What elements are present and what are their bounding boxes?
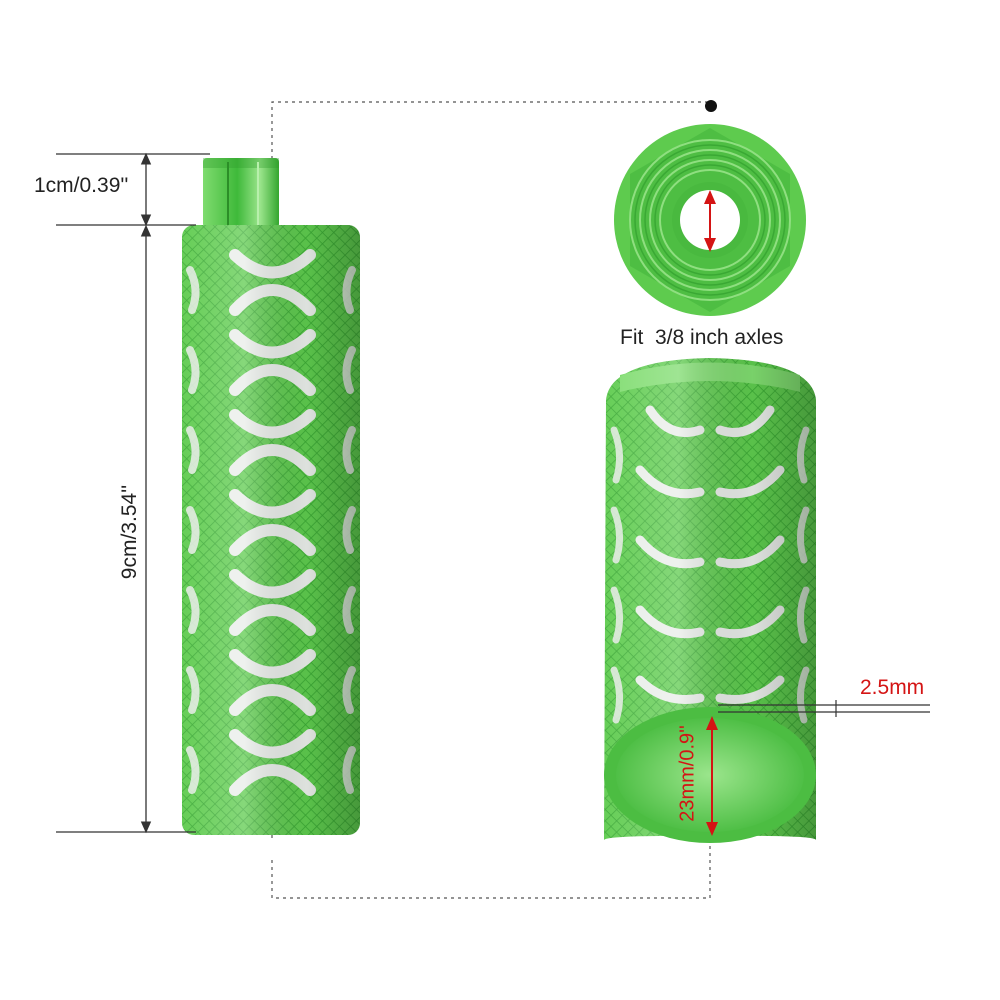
dimension-lines-left [56, 152, 210, 834]
inner-diameter-label: 23mm/0.9'' [676, 725, 699, 822]
dot-icon [705, 100, 717, 112]
peg-angled-view [604, 358, 816, 843]
axle-fit-caption: Fit 3/8 inch axles [620, 326, 784, 349]
peg-end-view [614, 124, 806, 316]
body-length-label: 9cm/3.54'' [118, 484, 141, 580]
wall-thickness-label: 2.5mm [860, 676, 925, 699]
peg-side-view [182, 158, 360, 835]
wall-thickness-lines [718, 700, 930, 717]
cap-height-label: 1cm/0.39'' [34, 174, 129, 197]
